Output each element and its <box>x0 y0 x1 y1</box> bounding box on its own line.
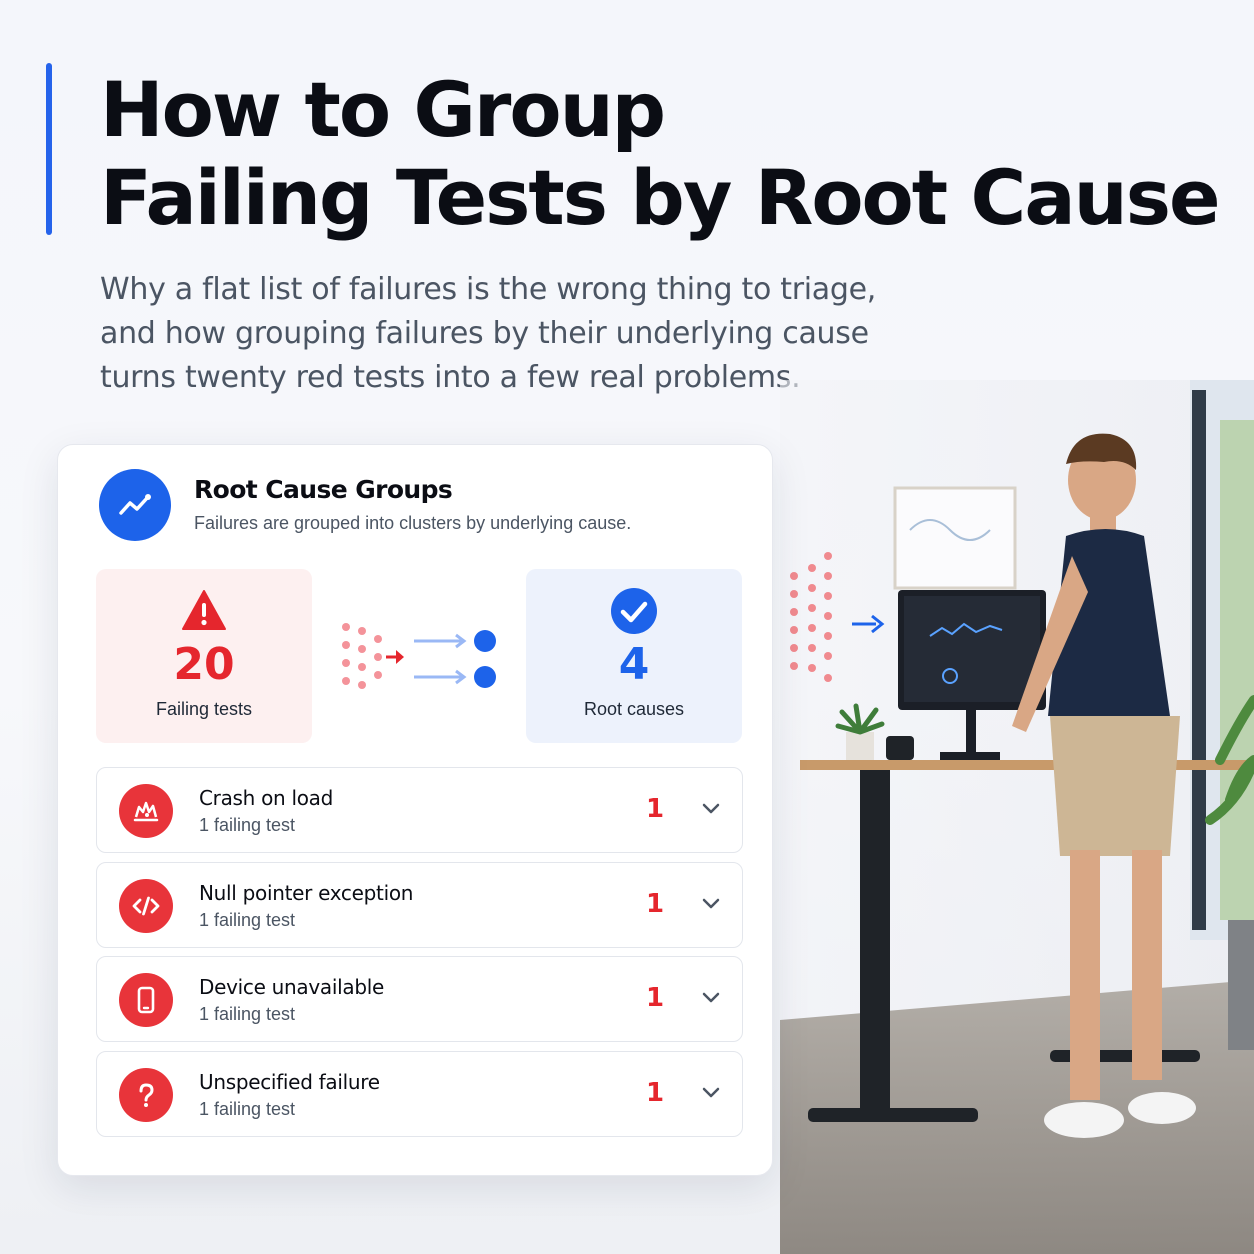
chevron-down-icon[interactable] <box>701 802 721 816</box>
grouping-flow-graphic <box>342 623 496 689</box>
page-title: How to Group Failing Tests by Root Cause <box>100 65 1221 242</box>
title-accent-bar <box>46 63 52 235</box>
subtitle-line-2: and how grouping failures by their under… <box>100 316 869 351</box>
group-row-unspecified-failure[interactable]: Unspecified failure 1 failing test 1 <box>96 1051 743 1137</box>
root-causes-label: Root causes <box>583 699 685 719</box>
chevron-down-icon[interactable] <box>701 991 721 1005</box>
group-subtitle: 1 failing test <box>199 1099 296 1119</box>
group-subtitle: 1 failing test <box>199 815 296 835</box>
failing-tests-count: 20 <box>173 639 235 690</box>
failing-tests-stat: 20 Failing tests <box>96 569 312 743</box>
group-row-device-unavailable[interactable]: Device unavailable 1 failing test 1 <box>96 956 743 1042</box>
group-subtitle: 1 failing test <box>199 1004 296 1024</box>
group-row-crash-on-load[interactable]: Crash on load 1 failing test 1 <box>96 767 743 853</box>
card-description: Failures are grouped into clusters by un… <box>194 513 632 533</box>
failing-tests-label: Failing tests <box>155 699 253 719</box>
group-title: Null pointer exception <box>199 881 414 905</box>
code-icon <box>119 879 173 933</box>
standing-desk-photo <box>780 380 1254 1254</box>
subtitle-line-3: turns twenty red tests into a few real p… <box>100 360 801 395</box>
subtitle-line-1: Why a flat list of failures is the wrong… <box>100 272 876 307</box>
root-causes-stat: 4 Root causes <box>526 569 742 743</box>
group-row-null-pointer-exception[interactable]: Null pointer exception 1 failing test 1 <box>96 862 743 948</box>
group-title: Unspecified failure <box>199 1070 380 1094</box>
group-count: 1 <box>646 889 665 919</box>
group-title: Crash on load <box>199 786 334 810</box>
page-title-line-1: How to Group <box>100 65 666 154</box>
card-title: Root Cause Groups <box>194 475 453 504</box>
group-title: Device unavailable <box>199 975 384 999</box>
warning-triangle-icon <box>182 590 226 630</box>
page-title-line-2: Failing Tests by Root Cause <box>100 153 1221 242</box>
group-subtitle: 1 failing test <box>199 910 296 930</box>
root-cause-groups-card: Root Cause Groups Failures are grouped i… <box>57 444 773 1176</box>
chevron-down-icon[interactable] <box>701 897 721 911</box>
group-count: 1 <box>646 794 665 824</box>
check-circle-icon <box>611 588 657 634</box>
phone-icon <box>119 973 173 1027</box>
crash-icon <box>119 784 173 838</box>
group-count: 1 <box>646 983 665 1013</box>
question-icon <box>119 1068 173 1122</box>
root-causes-count: 4 <box>618 639 650 690</box>
group-count: 1 <box>646 1078 665 1108</box>
trend-line-icon <box>99 469 171 541</box>
chevron-down-icon[interactable] <box>701 1086 721 1100</box>
page-subtitle: Why a flat list of failures is the wrong… <box>100 268 900 400</box>
cluster-dots-decoration <box>790 552 832 682</box>
